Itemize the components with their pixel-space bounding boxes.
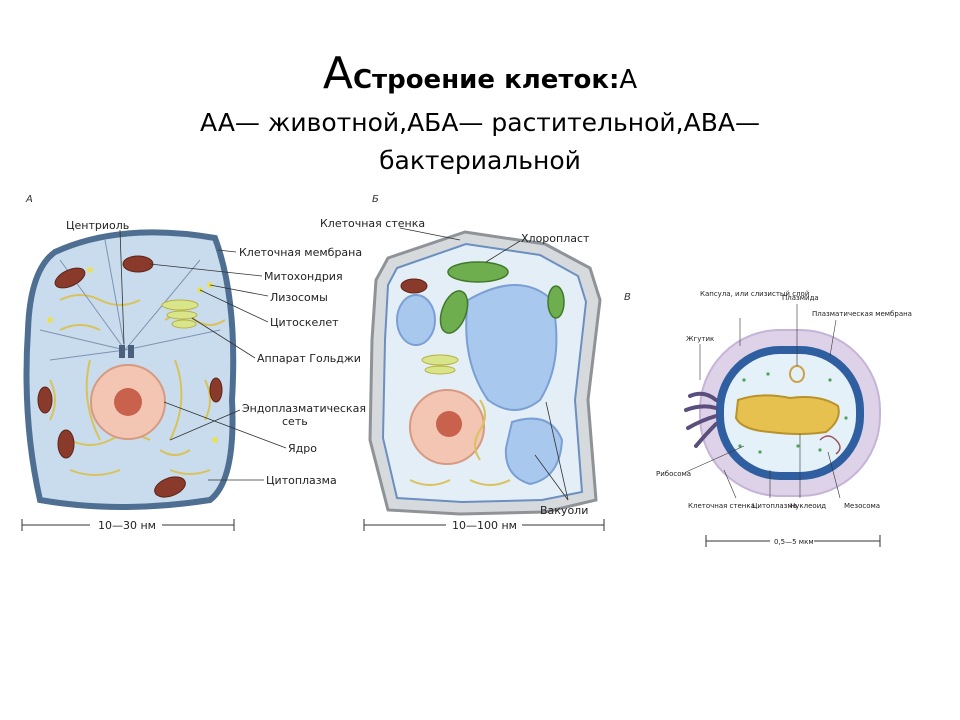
animal-lysosomes — [47, 267, 218, 443]
bacterial-cell: В Капсула, или с — [624, 290, 912, 547]
label-cell-membrane: Клеточная мембрана — [239, 246, 362, 259]
label-lysosomes: Лизосомы — [270, 291, 328, 304]
plant-mitochondrion — [400, 278, 428, 294]
bacteria-nucleoid — [734, 394, 840, 435]
label-er-line2: сеть — [282, 415, 308, 428]
animal-scale-label: 10—30 нм — [98, 519, 156, 532]
title-glyph: A — [322, 48, 353, 99]
label-bacteria-wall: Клеточная стенка — [688, 502, 755, 510]
label-vacuoles: Вакуоли — [540, 504, 588, 517]
plant-leader-lines — [399, 227, 569, 501]
panel-b-letter: Б — [372, 194, 379, 205]
label-ribosome: Рибосома — [656, 470, 691, 478]
label-er-line1: Эндоплазматическая — [242, 402, 366, 415]
plant-scale-bar — [363, 519, 605, 531]
plant-cell: Б Клеточная стенка Хлоропла — [320, 194, 605, 532]
bacteria-ribosomes — [738, 372, 848, 454]
label-nucleus: Ядро — [288, 442, 317, 455]
bacteria-scale-label: 0,5—5 мкм — [774, 538, 814, 546]
bacteria-leader-lines — [685, 304, 841, 499]
animal-golgi — [161, 299, 199, 329]
title-trail: A — [619, 65, 638, 95]
label-chloroplast: Хлоропласт — [521, 232, 590, 245]
label-centriole: Центриоль — [66, 219, 129, 232]
title-line-2: AA— животной,AБA— растительной,AВA— — [200, 108, 760, 137]
bacteria-flagella — [684, 391, 718, 448]
label-cytoplasm: Цитоплазма — [266, 474, 337, 487]
label-golgi: Аппарат Гольджи — [257, 352, 361, 365]
panel-a-letter: А — [25, 194, 33, 205]
title-heading: Строение клеток: — [352, 65, 620, 95]
animal-centriole — [119, 345, 125, 358]
slide-title: AСтроение клеток:A — [0, 48, 960, 99]
animal-nucleolus — [114, 388, 142, 416]
animal-leader-lines — [119, 229, 287, 481]
label-mesosome: Мезосома — [844, 502, 880, 510]
label-nucleoid: Нуклеоид — [790, 502, 826, 510]
plant-scale-label: 10—100 нм — [452, 519, 517, 532]
label-cytoskeleton: Цитоскелет — [270, 316, 339, 329]
label-plasmid: Плазмида — [782, 294, 819, 302]
panel-c-letter: В — [624, 292, 631, 303]
plant-golgi — [421, 354, 459, 375]
plant-vacuole-lower — [504, 417, 564, 486]
label-capsule: Капсула, или слизистый слой — [700, 290, 809, 298]
title-line-3: бактериальной — [379, 146, 581, 175]
plant-central-vacuole — [465, 284, 558, 411]
plant-vacuole-small — [396, 294, 436, 346]
label-mitochondria: Митохондрия — [264, 270, 343, 283]
bacteria-scale-bar — [705, 535, 881, 547]
plant-nucleolus — [436, 411, 462, 437]
label-flagellum: Жгутик — [686, 335, 714, 343]
label-bacteria-cytoplasm: Цитоплазма — [752, 502, 797, 510]
plant-er-strands — [409, 399, 511, 486]
plant-chloroplasts — [439, 261, 565, 334]
bacteria-mesosome — [819, 435, 841, 455]
animal-cell: А — [21, 194, 366, 532]
label-cell-wall: Клеточная стенка — [320, 217, 425, 230]
animal-scale-bar — [21, 519, 235, 531]
label-plasma-membrane: Плазматическая мембрана — [812, 310, 912, 318]
